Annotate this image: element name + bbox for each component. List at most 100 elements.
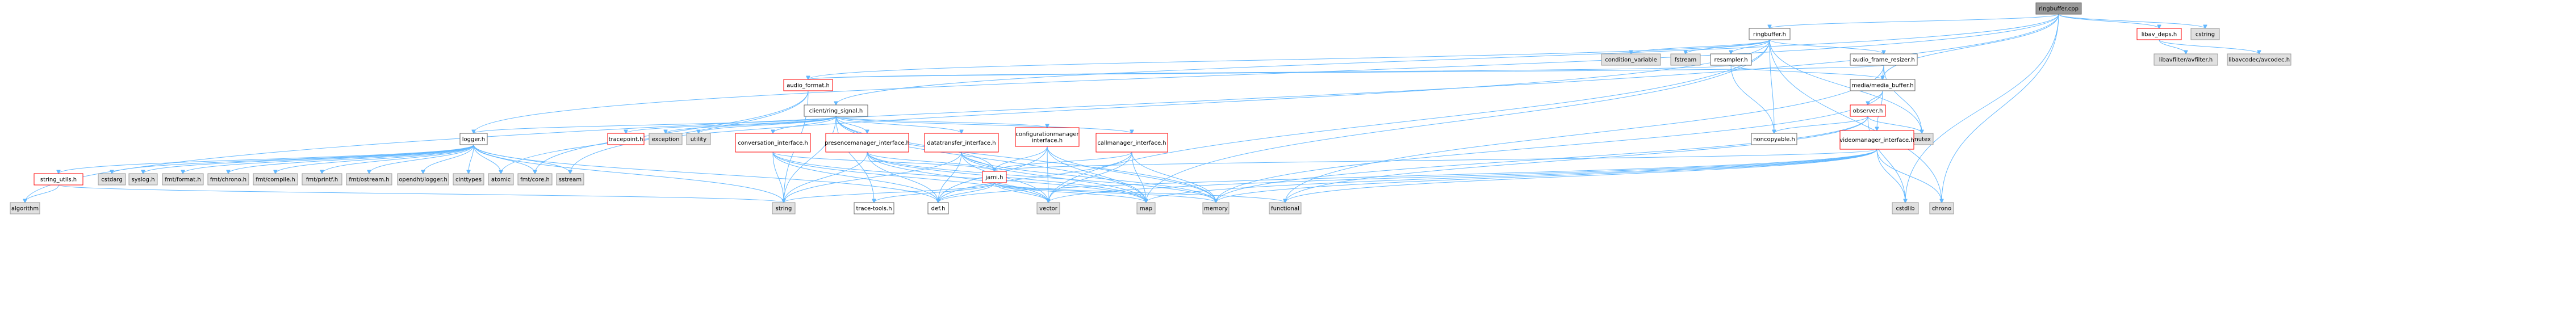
node-label: presencemanager_interface.h bbox=[825, 140, 910, 146]
node-string-utils-h[interactable]: string_utils.h bbox=[34, 173, 83, 186]
edge-client_ring_signal_h-to-configurationmanager_interface_h bbox=[835, 116, 1047, 128]
edge-client_ring_signal_h-to-jami_h bbox=[835, 116, 994, 171]
node-label: audio_format.h bbox=[787, 83, 830, 89]
edge-libav_deps_h-to-libavcodec bbox=[2159, 39, 2259, 54]
node-box bbox=[34, 173, 83, 186]
edge-audio_format_h-to-fmt_core_h bbox=[535, 90, 809, 174]
node-datatransfer-interface-h[interactable]: datatransfer_interface.h bbox=[924, 133, 999, 153]
edge-logger_h-to-string bbox=[473, 144, 784, 203]
node-jami-h[interactable]: jami.h bbox=[982, 171, 1007, 183]
edge-videomanager_interface_h-to-cstdlib bbox=[1876, 149, 1905, 203]
node-observer-h[interactable]: observer.h bbox=[1850, 104, 1886, 117]
edge-root-to-logger_h bbox=[474, 14, 2059, 133]
edge-ringbuffer_h-to-condition_variable bbox=[1631, 39, 1770, 54]
edge-callmanager_interface_h-to-memory bbox=[1131, 151, 1216, 203]
edge-root-to-libav_deps_h bbox=[2058, 14, 2159, 28]
node-ringbuffer-h[interactable]: ringbuffer.h bbox=[1749, 28, 1791, 40]
node-audio-frame-resizer-h[interactable]: audio_frame_resizer.h bbox=[1850, 53, 1918, 66]
node-label: logger.h bbox=[462, 137, 485, 143]
node-audio-format-h[interactable]: audio_format.h bbox=[783, 79, 833, 91]
node-ringbuffer-cpp[interactable]: ringbuffer.cpp bbox=[2035, 2, 2082, 15]
edge-audio_frame_resizer_h-to-functional bbox=[1285, 65, 1884, 203]
node-box bbox=[1269, 202, 1302, 214]
node-condition-variable: condition_variable bbox=[1601, 53, 1661, 66]
edge-datatransfer_interface_h-to-string bbox=[784, 151, 962, 203]
node-presencemanager-interface-h[interactable]: presencemanager_interface.h bbox=[825, 133, 910, 153]
node-def-h[interactable]: def.h bbox=[927, 202, 949, 214]
edge-client_ring_signal_h-to-conversation_interface_h bbox=[773, 116, 837, 133]
edge-observer_h-to-cstdlib bbox=[1867, 116, 1905, 203]
edge-client_ring_signal_h-to-callmanager_interface_h bbox=[835, 116, 1132, 133]
node-label: fmt/ostream.h bbox=[349, 177, 389, 183]
edge-ringbuffer_h-to-mutex bbox=[1769, 39, 1922, 133]
node-label: string_utils.h bbox=[40, 177, 77, 183]
node-label: datatransfer_interface.h bbox=[927, 140, 996, 146]
node-label: syslog.h bbox=[131, 177, 154, 183]
node-box bbox=[772, 202, 796, 214]
node-label: client/ring_signal.h bbox=[809, 108, 863, 115]
node-label: libavfilter/avfilter.h bbox=[2159, 57, 2213, 64]
node-label: callmanager_interface.h bbox=[1097, 140, 1166, 146]
node-fstream: fstream bbox=[1670, 53, 1701, 66]
node-box bbox=[1136, 202, 1156, 214]
node-logger-h[interactable]: logger.h bbox=[459, 133, 488, 145]
edge-configurationmanager_interface_h-to-memory bbox=[1047, 146, 1216, 203]
node-label: ringbuffer.h bbox=[1753, 32, 1786, 38]
node-client-ring-signal-h[interactable]: client/ring_signal.h bbox=[804, 104, 868, 117]
node-media-media-buffer-h[interactable]: media/media_buffer.h bbox=[1850, 79, 1916, 91]
edges-layer bbox=[25, 14, 2259, 203]
node-noncopyable-h[interactable]: noncopyable.h bbox=[1751, 133, 1797, 145]
node-box bbox=[2227, 53, 2291, 66]
edge-logger_h-to-opendht_logger_h bbox=[423, 144, 474, 174]
node-box bbox=[1850, 104, 1886, 117]
node-label: observer.h bbox=[1853, 108, 1883, 115]
edge-root-to-media_buffer_h bbox=[1883, 14, 2059, 79]
node-box bbox=[927, 202, 949, 214]
node-fmt-core-h: fmt/core.h bbox=[517, 173, 553, 186]
node-exception: exception bbox=[649, 133, 683, 145]
node-box bbox=[453, 173, 484, 186]
node-libav-deps-h[interactable]: libav_deps.h bbox=[2136, 28, 2182, 40]
edge-logger_h-to-fmt_format_h bbox=[183, 144, 474, 174]
node-box bbox=[10, 202, 40, 214]
node-label: exception bbox=[652, 137, 680, 143]
node-box bbox=[1601, 53, 1661, 66]
edge-logger_h-to-fmt_chrono_h bbox=[228, 144, 474, 174]
edge-ringbuffer_h-to-map bbox=[1146, 39, 1770, 203]
node-libavcodec-avcodec-h: libavcodec/avcodec.h bbox=[2227, 53, 2291, 66]
node-cinttypes: cinttypes bbox=[453, 173, 484, 186]
node-cstdlib: cstdlib bbox=[1892, 202, 1919, 214]
edge-jami_h-to-def_h bbox=[938, 182, 995, 203]
edge-ringbuffer_h-to-audio_format_h bbox=[808, 39, 1770, 79]
node-conversation-interface-h[interactable]: conversation_interface.h bbox=[735, 133, 811, 153]
node-box bbox=[2136, 28, 2182, 40]
node-box bbox=[128, 173, 158, 186]
edge-callmanager_interface_h-to-vector bbox=[1048, 151, 1132, 203]
node-box bbox=[1202, 202, 1230, 214]
node-box bbox=[1015, 127, 1080, 147]
node-label: resampler.h bbox=[1714, 57, 1747, 64]
edge-videomanager_interface_h-to-chrono bbox=[1876, 149, 1942, 203]
node-fmt-format-h: fmt/format.h bbox=[162, 173, 204, 186]
node-tracepoint-h[interactable]: tracepoint.h bbox=[607, 133, 645, 145]
node-trace-tools-h[interactable]: trace-tools.h bbox=[854, 202, 894, 214]
node-resampler-h[interactable]: resampler.h bbox=[1710, 53, 1752, 66]
edge-resampler_h-to-media_buffer_h bbox=[1730, 65, 1883, 79]
edge-ringbuffer_h-to-fstream bbox=[1686, 39, 1770, 54]
edge-callmanager_interface_h-to-map bbox=[1131, 151, 1146, 203]
node-utility: utility bbox=[686, 133, 711, 145]
node-label: libav_deps.h bbox=[2142, 32, 2177, 38]
edge-client_ring_signal_h-to-datatransfer_interface_h bbox=[835, 116, 961, 133]
node-videomanager-interface-h[interactable]: videomanager_interface.h bbox=[1839, 130, 1914, 150]
node-functional: functional bbox=[1269, 202, 1302, 214]
edge-root-to-cstring bbox=[2058, 14, 2205, 28]
edge-presencemanager_interface_h-to-def_h bbox=[867, 151, 938, 203]
node-box bbox=[1929, 202, 1954, 214]
node-syslog-h: syslog.h bbox=[128, 173, 158, 186]
node-label: ringbuffer.cpp bbox=[2039, 6, 2079, 12]
node-callmanager-interface-h[interactable]: callmanager_interface.h bbox=[1095, 133, 1168, 153]
node-string: string bbox=[772, 202, 796, 214]
